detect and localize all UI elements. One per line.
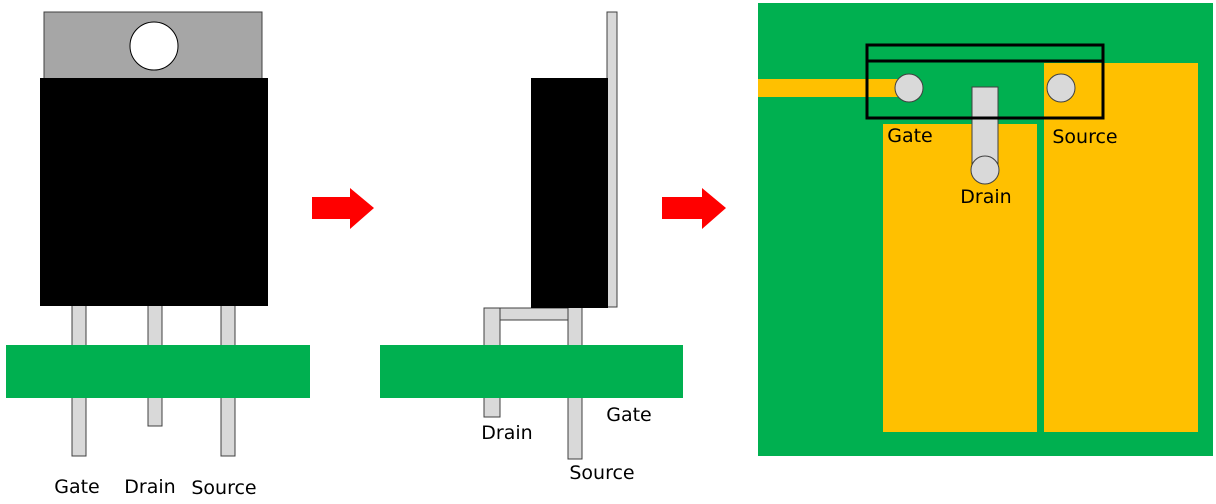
drain-copper-pad xyxy=(883,124,1037,432)
front-package-body xyxy=(40,78,268,306)
front-drain-label: Drain xyxy=(124,476,175,498)
right-arrow-icon xyxy=(662,188,726,229)
side-pcb-board xyxy=(380,345,683,398)
drain-via xyxy=(970,155,1000,185)
front-source-label: Source xyxy=(191,477,256,499)
front-gate-label: Gate xyxy=(54,476,100,498)
gate-via xyxy=(894,73,924,103)
side-drain-label: Drain xyxy=(481,422,532,444)
pcb-top-view-panel: Gate Source Drain xyxy=(758,3,1213,456)
front-mounting-hole xyxy=(129,21,179,71)
source-copper-pad xyxy=(1044,63,1198,432)
side-gate-label: Gate xyxy=(606,404,652,426)
pcb-source-label: Source xyxy=(1052,126,1117,148)
gate-trace xyxy=(758,79,900,97)
side-source-label: Source xyxy=(569,462,634,484)
side-view-panel: Drain Gate Source xyxy=(380,11,683,484)
side-package-body xyxy=(531,78,608,308)
front-pcb-board xyxy=(6,345,310,398)
front-view-panel: Gate Drain Source xyxy=(6,11,310,499)
source-via xyxy=(1046,73,1076,103)
side-metal-tab xyxy=(606,11,618,308)
pcb-drain-label: Drain xyxy=(960,186,1011,208)
package-outline-body xyxy=(865,59,1105,120)
pcb-gate-label: Gate xyxy=(887,125,933,147)
right-arrow-icon xyxy=(312,188,374,229)
